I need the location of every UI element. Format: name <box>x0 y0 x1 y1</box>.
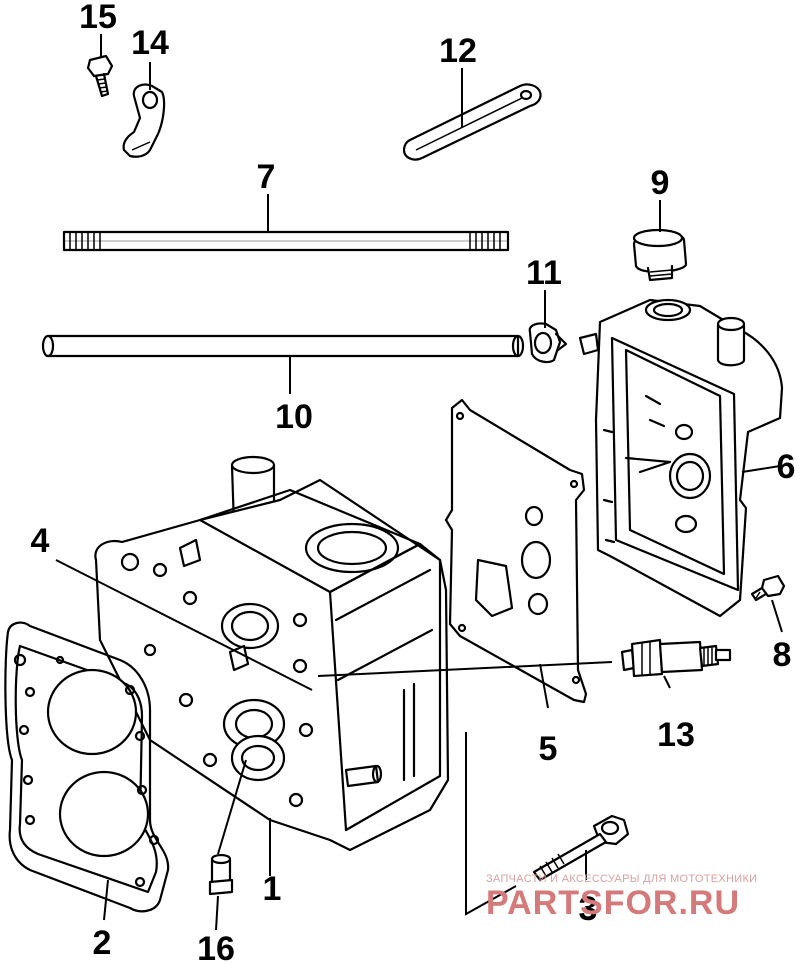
part-12-strap <box>402 83 542 161</box>
part-10-rod <box>41 334 525 358</box>
label-2: 2 <box>93 924 112 962</box>
part-11-clip <box>528 322 568 364</box>
label-8: 8 <box>773 636 792 674</box>
part-5-gasket <box>444 398 588 704</box>
part-7-threaded-rod <box>62 230 510 252</box>
label-1: 1 <box>263 870 282 908</box>
part-14-bracket <box>122 83 166 158</box>
part-labels: 15 14 12 7 9 11 10 6 4 8 13 5 1 3 2 16 <box>31 0 796 964</box>
watermark-caption: ЗАПЧАСТИ И АКСЕССУАРЫ ДЛЯ МОТОТЕХНИКИ <box>486 873 757 885</box>
label-14: 14 <box>131 24 169 62</box>
part-9-cap <box>632 228 688 282</box>
label-12: 12 <box>439 32 477 70</box>
part-6-cover <box>578 298 784 618</box>
part-16-dowel-pin <box>208 853 234 896</box>
label-15: 15 <box>79 0 117 36</box>
label-3: 3 <box>579 890 598 928</box>
part-2-head-gasket <box>4 621 170 913</box>
part-8-bolt <box>750 574 786 602</box>
label-11: 11 <box>526 254 562 292</box>
label-6: 6 <box>777 448 796 486</box>
label-5: 5 <box>539 730 558 768</box>
part-3-long-bolt <box>532 814 630 882</box>
leader-lines <box>55 34 783 931</box>
label-7: 7 <box>257 158 276 196</box>
part-13-spark-plug <box>620 638 732 678</box>
watermark-brand: PARTSFOR.RU <box>486 884 740 922</box>
label-16: 16 <box>197 930 235 964</box>
label-13: 13 <box>657 716 695 754</box>
label-9: 9 <box>651 164 670 202</box>
label-10: 10 <box>275 398 313 436</box>
part-15-bolt <box>86 54 114 98</box>
label-4: 4 <box>31 522 50 560</box>
watermark: ЗАПЧАСТИ И АКСЕССУАРЫ ДЛЯ МОТОТЕХНИКИ PA… <box>486 873 757 922</box>
part-1-cylinder-head <box>94 455 450 852</box>
